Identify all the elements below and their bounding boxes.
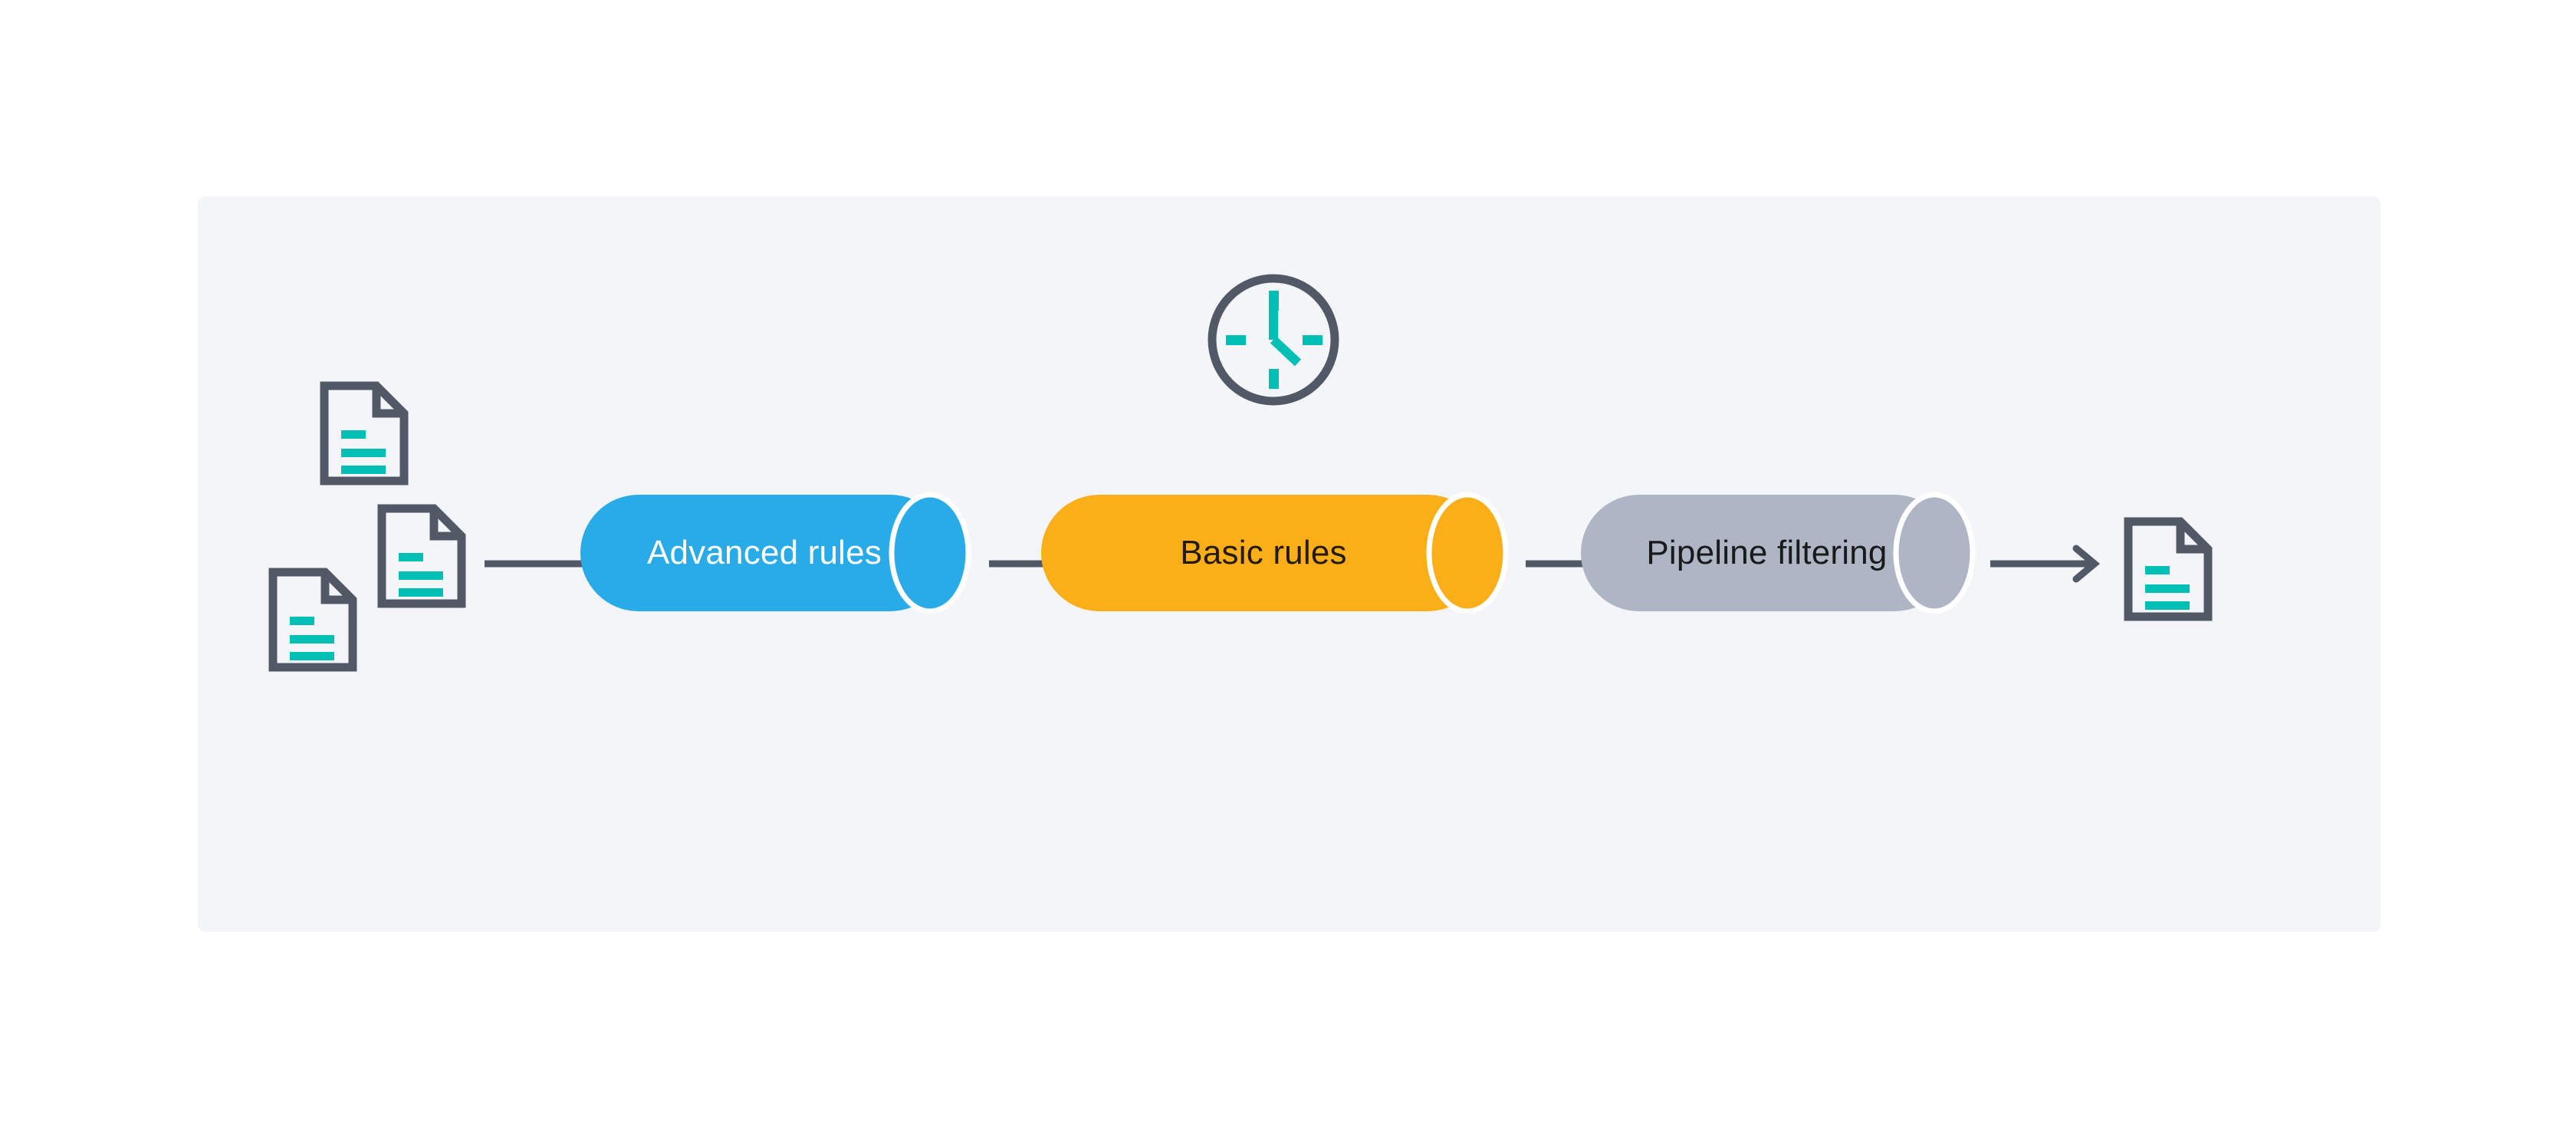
output-document[interactable] xyxy=(2122,515,2214,623)
connector-basic-rules-to-pipeline-filtering xyxy=(1526,558,1589,569)
connector-advanced-rules-to-basic-rules xyxy=(989,558,1047,569)
input-document-middle[interactable] xyxy=(376,502,468,610)
stage-advanced-rules[interactable]: Advanced rules xyxy=(580,492,994,614)
input-document-bottom[interactable] xyxy=(267,566,359,673)
clock-icon xyxy=(1203,266,1346,416)
input-document-top[interactable] xyxy=(318,380,410,487)
connector-arrow-to-output-document xyxy=(1990,545,2105,583)
connector-documents-to-advanced-rules xyxy=(485,558,588,569)
stage-pipeline-filtering[interactable]: Pipeline filtering xyxy=(1581,492,1999,614)
stage-basic-rules[interactable]: Basic rules xyxy=(1041,492,1532,614)
